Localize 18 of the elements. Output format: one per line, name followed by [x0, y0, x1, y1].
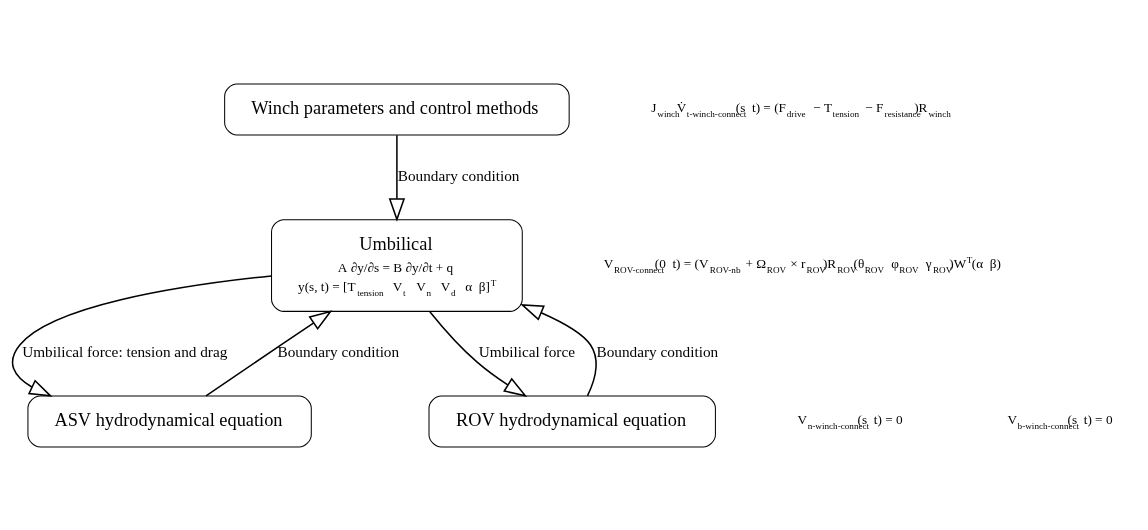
node-box: ASV hydrodynamical equation [27, 394, 312, 447]
edge-label: Boundary condition [397, 166, 520, 184]
arrow [429, 310, 528, 397]
edge-label: Umbilical force: tension and drag [22, 342, 228, 360]
arrow [205, 309, 333, 397]
arrow [11, 274, 273, 397]
arrow [520, 303, 597, 397]
arrow [388, 134, 406, 222]
label: V$_{b-winch-connect}$(s t) = 0 [1007, 411, 1113, 431]
node-box: ROV hydrodynamical equation [428, 394, 716, 447]
edge-label: Boundary condition [596, 342, 719, 360]
edge-label: Boundary condition [277, 342, 400, 360]
label: V$_{ROV-connect}$(0 t) = (V$_{ROV-nb}$ + Ω$_{ROV}$ × r$_{ROV}$)R$_{ROV}$(θ$_{ROV}$ φ$_{ROV}$ γ$_{ROV}$)W$^{T}$(α β) [603, 254, 1001, 275]
edge-label: Umbilical force [478, 342, 575, 360]
label: J$_{winch}$V̇$_{t-winch-connect}$(s t) = (F$_{drive}$ − T$_{tension}$ − F$_{resistance}$)R$_{winch}$ [651, 99, 951, 119]
node-box: Winch parameters and control methods [224, 83, 570, 136]
node-box: Umbilical A ∂y/∂s = B ∂y/∂t + q y(s, t) = [T$_{tension}$ V$_{t}$ V$_{n}$ V$_{d}$ α β]$^{T}$ [271, 218, 523, 312]
label: V$_{n-winch-connect}$(s t) = 0 [797, 411, 903, 431]
